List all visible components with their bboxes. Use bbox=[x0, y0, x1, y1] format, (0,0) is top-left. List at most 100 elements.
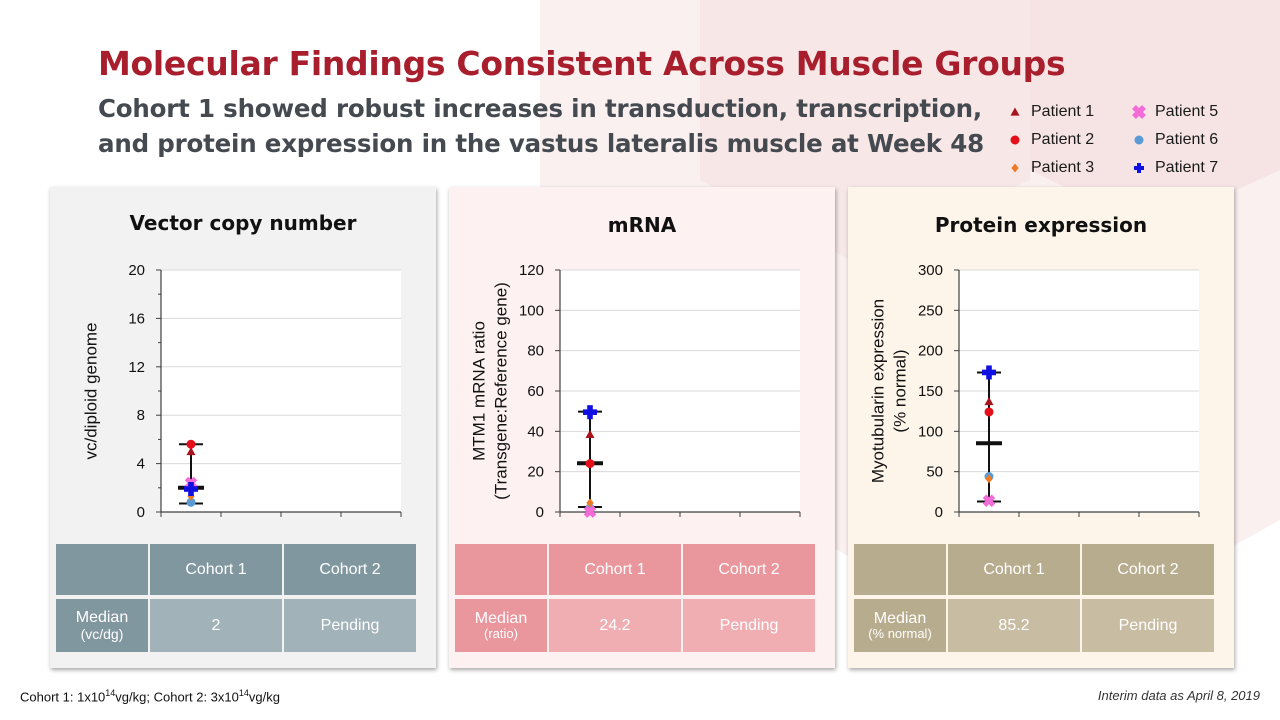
y-axis-label: MTM1 mRNA ratio bbox=[469, 321, 488, 461]
median-label: Median bbox=[873, 609, 927, 627]
legend-label: Patient 3 bbox=[1031, 159, 1095, 176]
median-label: Median bbox=[75, 609, 129, 626]
table-value-cell: 2 bbox=[150, 599, 282, 652]
table-corner-cell bbox=[455, 544, 547, 595]
y-tick-label: 120 bbox=[519, 262, 544, 279]
plus-marker-icon bbox=[1134, 163, 1144, 173]
legend-label: Patient 2 bbox=[1031, 131, 1095, 148]
legend-item: Patient 6 bbox=[1129, 128, 1218, 152]
table-value-cell: Pending bbox=[1082, 599, 1214, 652]
data-point-patient-7 bbox=[583, 405, 597, 420]
data-point-patient-5 bbox=[583, 505, 597, 518]
table-header-cell: Cohort 2 bbox=[284, 544, 416, 595]
legend-label: Patient 1 bbox=[1031, 103, 1095, 120]
y-tick-label: 150 bbox=[918, 383, 943, 400]
median-unit: (ratio) bbox=[484, 626, 518, 642]
y-tick-label: 16 bbox=[128, 310, 145, 327]
panel-title: Protein expression bbox=[934, 213, 1148, 237]
legend-label: Patient 6 bbox=[1155, 131, 1219, 148]
table-corner-cell bbox=[854, 544, 946, 595]
table-row-label: Median(vc/dg) bbox=[56, 599, 148, 652]
y-tick-label: 20 bbox=[128, 262, 145, 279]
y-tick-label: 100 bbox=[918, 423, 943, 440]
x-marker-icon bbox=[1132, 105, 1146, 119]
data-point-patient-3 bbox=[586, 498, 594, 508]
y-axis-label: (% normal) bbox=[890, 349, 909, 432]
triangle-marker-icon bbox=[1010, 107, 1020, 116]
table-value-cell: Pending bbox=[284, 599, 416, 652]
table-row-label: Median(% normal) bbox=[854, 599, 946, 652]
table-header-cell: Cohort 2 bbox=[1082, 544, 1214, 595]
y-tick-label: 50 bbox=[926, 464, 943, 481]
panel-title: mRNA bbox=[607, 213, 677, 237]
circle-marker-icon bbox=[1134, 135, 1144, 145]
legend-item: Patient 2 bbox=[1005, 128, 1094, 152]
data-point-patient-2 bbox=[585, 459, 595, 469]
y-tick-label: 80 bbox=[527, 343, 544, 360]
median-unit: (% normal) bbox=[868, 626, 932, 642]
circle-marker-icon bbox=[1010, 135, 1020, 145]
data-point-patient-5 bbox=[982, 494, 996, 507]
table-row-label: Median(ratio) bbox=[455, 599, 547, 652]
median-label: Median bbox=[474, 609, 528, 627]
legend-label: Patient 7 bbox=[1155, 159, 1219, 176]
table-header-cell: Cohort 1 bbox=[948, 544, 1080, 595]
legend-item: Patient 7 bbox=[1129, 156, 1218, 180]
legend-item: Patient 5 bbox=[1129, 100, 1218, 124]
data-point-patient-1 bbox=[186, 447, 196, 456]
panel-title: Vector copy number bbox=[129, 211, 357, 235]
table-value-cell: 85.2 bbox=[948, 599, 1080, 652]
data-point-patient-1 bbox=[984, 396, 994, 406]
table-header-cell: Cohort 1 bbox=[150, 544, 282, 595]
y-tick-label: 300 bbox=[918, 262, 943, 279]
table-value-cell: Pending bbox=[683, 599, 815, 652]
page-title: Molecular Findings Consistent Across Mus… bbox=[98, 44, 1066, 83]
y-tick-label: 200 bbox=[918, 343, 943, 360]
chart-legend: Patient 1 Patient 2 Patient 3 Patient 5 Pati… bbox=[1005, 100, 1255, 184]
legend-item: Patient 3 bbox=[1005, 156, 1094, 180]
median-unit: (vc/dg) bbox=[80, 625, 124, 642]
y-axis-label: Myotubularin expression bbox=[868, 299, 887, 483]
y-axis-label: (Transgene:Reference gene) bbox=[491, 282, 510, 500]
y-tick-label: 40 bbox=[527, 423, 544, 440]
y-axis-label: vc/diploid genome bbox=[81, 322, 100, 459]
footer-dosing-note: Cohort 1: 1x1014vg/kg; Cohort 2: 3x1014v… bbox=[20, 688, 280, 705]
y-tick-label: 20 bbox=[527, 464, 544, 481]
data-point-patient-2 bbox=[984, 407, 994, 417]
legend-item: Patient 1 bbox=[1005, 100, 1094, 124]
page-subtitle-line-2: and protein expression in the vastus lat… bbox=[98, 129, 984, 158]
diamond-marker-icon bbox=[1011, 163, 1019, 173]
chart-vector-copy-number: 0 4 8 12 16 20 vc/diploid genome bbox=[81, 262, 402, 521]
data-point-patient-7 bbox=[184, 482, 198, 497]
y-tick-label: 100 bbox=[519, 302, 544, 319]
data-point-patient-2 bbox=[186, 439, 196, 449]
y-tick-label: 8 bbox=[137, 407, 145, 424]
data-point-patient-6 bbox=[186, 497, 196, 507]
footer-interim-note: Interim data as April 8, 2019 bbox=[1097, 688, 1260, 703]
data-point-patient-3 bbox=[985, 474, 993, 484]
legend-label: Patient 5 bbox=[1155, 103, 1219, 120]
table-corner-cell bbox=[56, 544, 148, 595]
table-value-cell: 24.2 bbox=[549, 599, 681, 652]
y-tick-label: 0 bbox=[137, 504, 145, 521]
table-header-cell: Cohort 1 bbox=[549, 544, 681, 595]
panel-vector-copy-number: Vector copy number 0 4 8 12 16 20 vc/diploid g… bbox=[50, 187, 436, 668]
y-tick-label: 0 bbox=[935, 504, 943, 521]
y-tick-label: 0 bbox=[536, 504, 544, 521]
data-point-patient-1 bbox=[585, 429, 595, 438]
page-subtitle-line-1: Cohort 1 showed robust increases in tran… bbox=[98, 94, 983, 123]
y-tick-label: 60 bbox=[527, 383, 544, 400]
y-tick-label: 12 bbox=[128, 359, 145, 376]
plot-area bbox=[161, 270, 401, 512]
table-header-cell: Cohort 2 bbox=[683, 544, 815, 595]
y-tick-label: 250 bbox=[918, 302, 943, 319]
data-point-patient-7 bbox=[982, 365, 996, 380]
y-tick-label: 4 bbox=[137, 456, 145, 473]
